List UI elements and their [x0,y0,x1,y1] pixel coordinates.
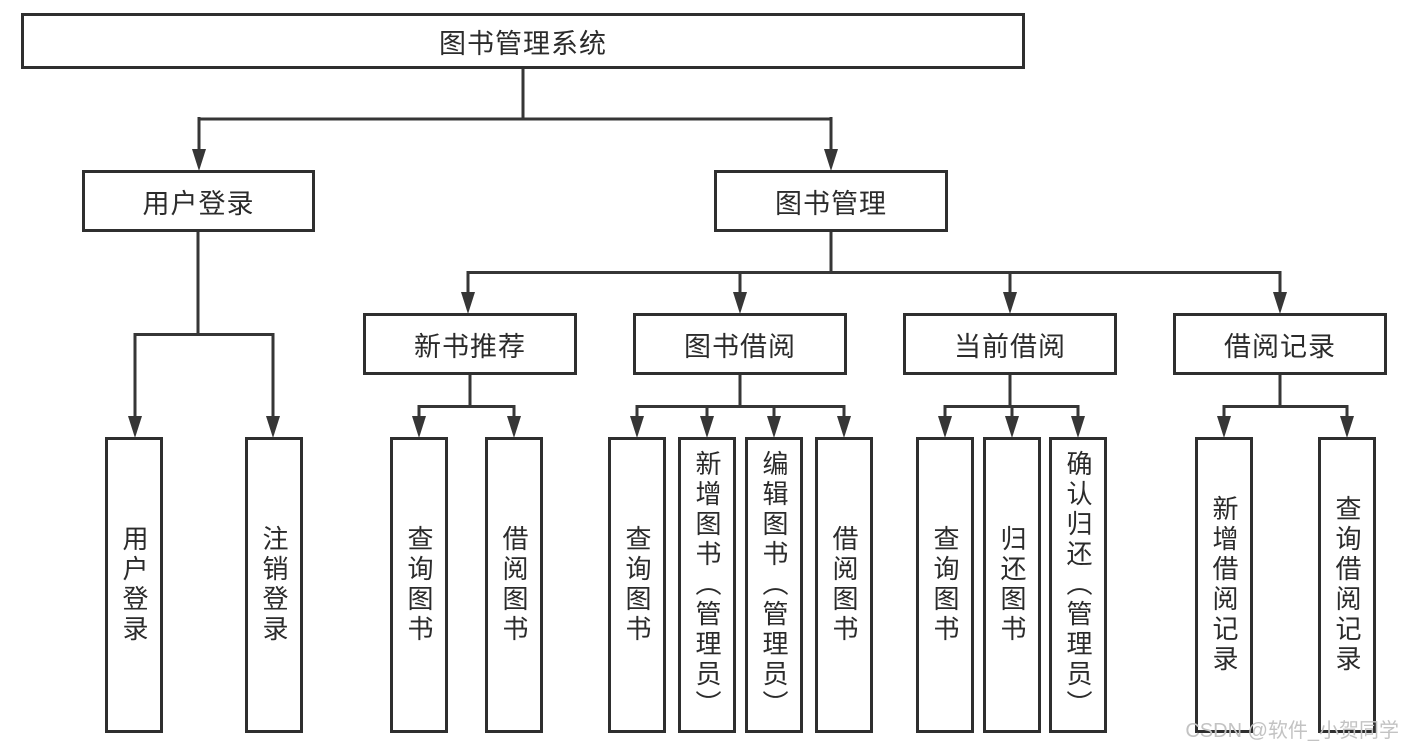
node-label: 新书推荐 [414,331,526,362]
node-label: 确认归还（管理员） [1063,450,1093,720]
node-label: 图书借阅 [684,331,796,362]
arrowhead [733,292,747,314]
arrowhead [192,149,206,171]
node-label: 借阅图书 [499,525,529,645]
leaf-borrowing-edit-books-admin: 编辑图书（管理员） [745,437,803,733]
arrowhead [1005,416,1019,438]
leaf-current-confirm-return-admin: 确认归还（管理员） [1049,437,1107,733]
node-label: 查询图书 [404,525,434,645]
csdn-watermark: CSDN @软件_小贺同学 [1185,720,1399,742]
node-label: 查询图书 [930,525,960,645]
arrowhead [630,416,644,438]
node-current-borrowing: 当前借阅 [903,313,1117,375]
arrowhead [1217,416,1231,438]
node-label: 查询图书 [622,525,652,645]
arrowhead [837,416,851,438]
leaf-current-return-books: 归还图书 [983,437,1041,733]
arrowhead [461,292,475,314]
node-label: 查询借阅记录 [1332,495,1362,675]
node-label: 新增图书（管理员） [692,450,722,720]
arrowhead [767,416,781,438]
tree-edges [133,69,1349,420]
node-label: 图书管理 [775,188,887,219]
arrowhead [128,416,142,438]
leaf-user-login: 用户登录 [105,437,163,733]
arrowhead [938,416,952,438]
leaf-records-query-record: 查询借阅记录 [1318,437,1376,733]
leaf-borrowing-add-books-admin: 新增图书（管理员） [678,437,736,733]
node-label: 新增借阅记录 [1209,495,1239,675]
node-label: 图书管理系统 [439,28,607,59]
leaf-current-query-books: 查询图书 [916,437,974,733]
node-library-system: 图书管理系统 [21,13,1025,69]
leaf-logout: 注销登录 [245,437,303,733]
node-book-management: 图书管理 [714,170,948,232]
arrowhead [824,149,838,171]
node-label: 当前借阅 [954,331,1066,362]
node-label: 借阅图书 [829,525,859,645]
node-borrowing-records: 借阅记录 [1173,313,1387,375]
leaf-recommend-borrow-books: 借阅图书 [485,437,543,733]
node-book-borrowing: 图书借阅 [633,313,847,375]
arrowhead [507,416,521,438]
leaf-records-add-record: 新增借阅记录 [1195,437,1253,733]
arrowhead [1003,292,1017,314]
leaf-borrowing-query-books: 查询图书 [608,437,666,733]
arrowhead [1273,292,1287,314]
arrowhead [1340,416,1354,438]
arrowhead [266,416,280,438]
node-label: 用户登录 [142,188,255,219]
arrowhead [700,416,714,438]
node-label: 注销登录 [259,525,289,645]
leaf-borrowing-borrow-books: 借阅图书 [815,437,873,733]
node-user-login: 用户登录 [82,170,315,232]
arrowhead [1071,416,1085,438]
node-label: 借阅记录 [1224,331,1336,362]
arrowhead [412,416,426,438]
node-label: 归还图书 [997,525,1027,645]
node-label: 编辑图书（管理员） [759,450,789,720]
arrowheads [128,149,1354,438]
node-new-book-recommendation: 新书推荐 [363,313,577,375]
leaf-recommend-query-books: 查询图书 [390,437,448,733]
node-label: 用户登录 [119,525,149,645]
